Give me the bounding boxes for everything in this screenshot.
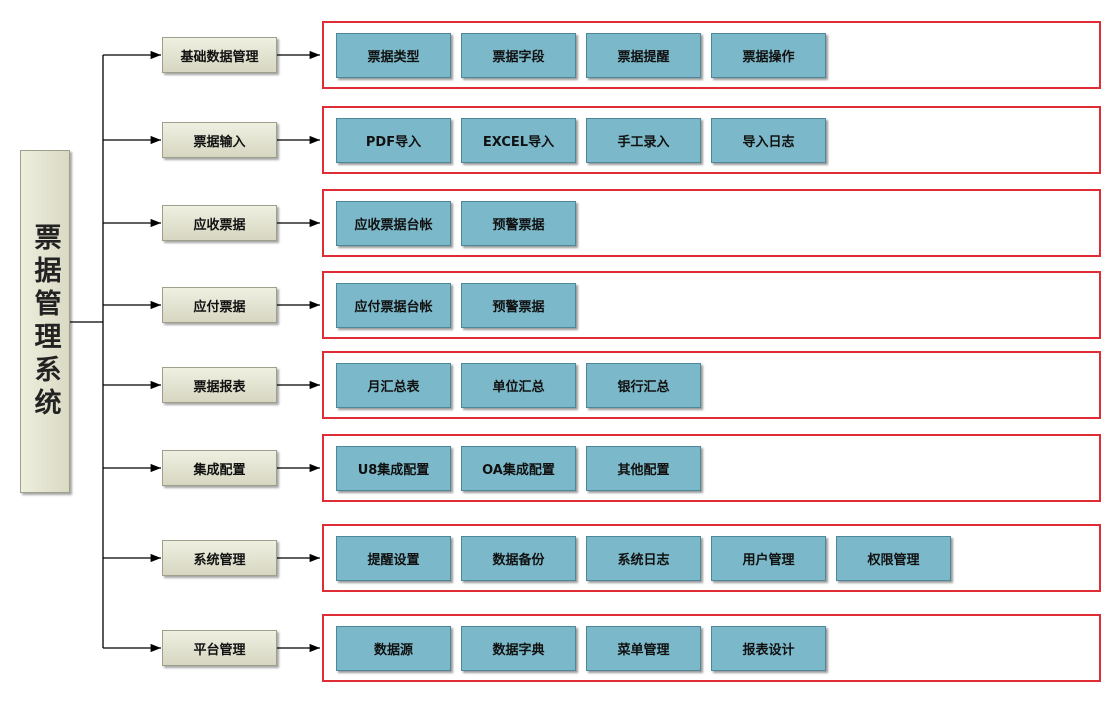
category-node: 系统管理: [162, 540, 277, 576]
module-item-list: 应收票据台帐预警票据: [336, 201, 576, 246]
module-item: 其他配置: [586, 446, 701, 491]
module-item: PDF导入: [336, 118, 451, 163]
module-item-list: 应付票据台帐预警票据: [336, 283, 576, 328]
module-item-list: 月汇总表单位汇总银行汇总: [336, 363, 701, 408]
module-item: 系统日志: [586, 536, 701, 581]
module-item: 提醒设置: [336, 536, 451, 581]
category-node: 票据输入: [162, 122, 277, 158]
module-item: 导入日志: [711, 118, 826, 163]
module-item: 票据类型: [336, 33, 451, 78]
module-item: 预警票据: [461, 201, 576, 246]
module-item: 票据提醒: [586, 33, 701, 78]
module-item: 权限管理: [836, 536, 951, 581]
category-node: 集成配置: [162, 450, 277, 486]
category-node: 票据报表: [162, 367, 277, 403]
root-title: 票据管理系统: [29, 222, 61, 421]
module-panel: 应收票据台帐预警票据: [322, 189, 1101, 257]
module-item: 手工录入: [586, 118, 701, 163]
module-item: OA集成配置: [461, 446, 576, 491]
module-item-list: 提醒设置数据备份系统日志用户管理权限管理: [336, 536, 951, 581]
module-panel: 票据类型票据字段票据提醒票据操作: [322, 21, 1101, 89]
root-node: 票据管理系统: [20, 150, 70, 493]
module-item: 票据字段: [461, 33, 576, 78]
module-panel: 应付票据台帐预警票据: [322, 271, 1101, 339]
module-item: EXCEL导入: [461, 118, 576, 163]
module-item: 应收票据台帐: [336, 201, 451, 246]
module-panel: 提醒设置数据备份系统日志用户管理权限管理: [322, 524, 1101, 592]
module-panel: 数据源数据字典菜单管理报表设计: [322, 614, 1101, 682]
module-item: 菜单管理: [586, 626, 701, 671]
module-item-list: 数据源数据字典菜单管理报表设计: [336, 626, 826, 671]
category-node: 平台管理: [162, 630, 277, 666]
module-item: 数据备份: [461, 536, 576, 581]
module-panel: 月汇总表单位汇总银行汇总: [322, 351, 1101, 419]
module-item: 数据源: [336, 626, 451, 671]
category-node: 应收票据: [162, 205, 277, 241]
module-item: U8集成配置: [336, 446, 451, 491]
module-item: 单位汇总: [461, 363, 576, 408]
module-item: 预警票据: [461, 283, 576, 328]
module-item: 用户管理: [711, 536, 826, 581]
module-item: 票据操作: [711, 33, 826, 78]
module-item-list: 票据类型票据字段票据提醒票据操作: [336, 33, 826, 78]
module-item: 银行汇总: [586, 363, 701, 408]
module-item: 月汇总表: [336, 363, 451, 408]
module-item: 报表设计: [711, 626, 826, 671]
category-node: 应付票据: [162, 287, 277, 323]
module-item: 应付票据台帐: [336, 283, 451, 328]
category-node: 基础数据管理: [162, 37, 277, 73]
module-item: 数据字典: [461, 626, 576, 671]
